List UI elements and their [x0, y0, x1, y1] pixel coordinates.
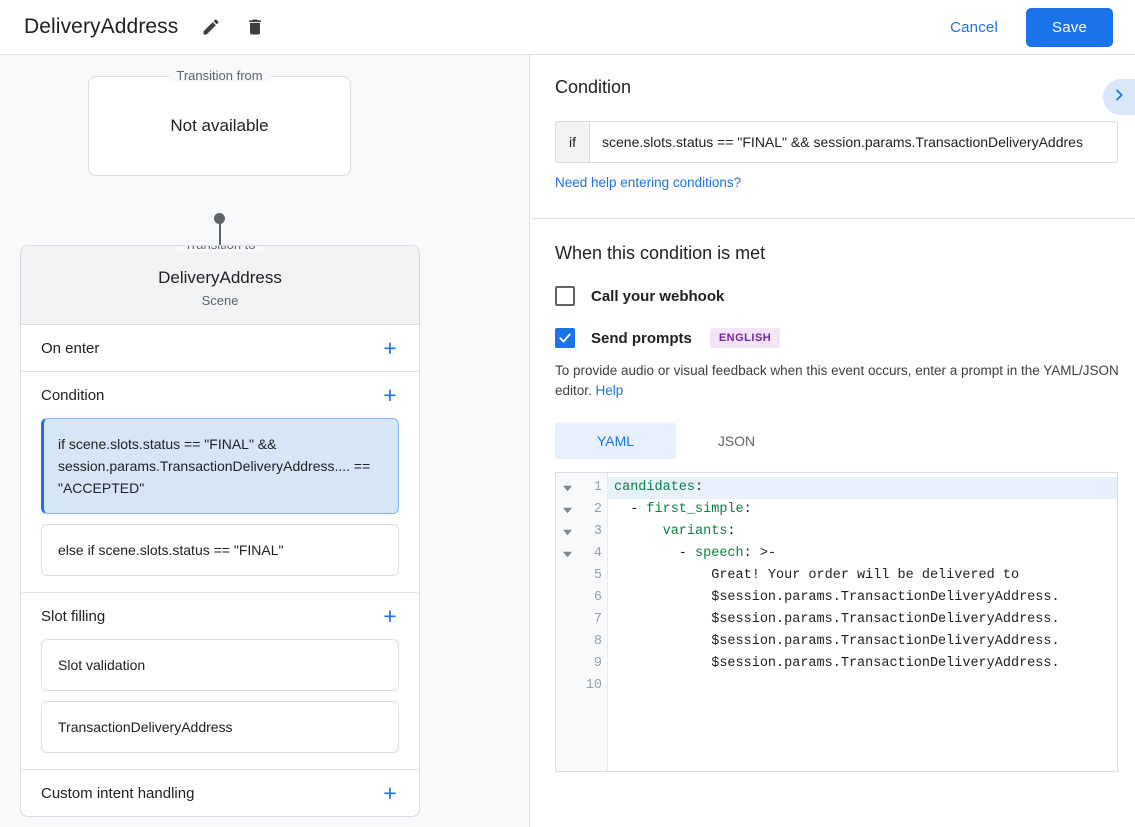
line-number: 7 [593, 612, 602, 627]
code-line[interactable]: candidates: [608, 477, 1117, 499]
scene-graph-panel: Transition from Not available Transition… [0, 55, 530, 827]
section-custom-intent-handling: Custom intent handling + [21, 770, 419, 816]
condition-prefix-label: if [556, 122, 590, 162]
section-custom-intent-header[interactable]: Custom intent handling + [21, 770, 419, 816]
save-button[interactable]: Save [1026, 7, 1113, 47]
condition-item-selected[interactable]: if scene.slots.status == "FINAL" && sess… [41, 418, 399, 514]
transition-from-legend: Transition from [168, 68, 271, 83]
send-prompts-label: Send prompts [591, 329, 692, 347]
line-number: 5 [593, 568, 602, 583]
line-number: 10 [585, 678, 602, 693]
section-slot-filling-title: Slot filling [41, 607, 106, 625]
add-on-enter-icon[interactable]: + [383, 335, 397, 361]
editor-line-numbers: 1 2 3 4 5 6 7 8 9 10 [578, 473, 608, 771]
section-condition-header[interactable]: Condition + [21, 372, 419, 418]
prompts-help-link[interactable]: Help [595, 383, 624, 398]
add-slot-filling-icon[interactable]: + [383, 603, 397, 629]
line-number: 2 [593, 502, 602, 517]
transition-to-legend: Transition to [176, 246, 264, 252]
code-line[interactable]: $session.params.TransactionDeliveryAddre… [614, 612, 1060, 627]
section-condition-body: if scene.slots.status == "FINAL" && sess… [21, 418, 419, 592]
expand-panel-button[interactable] [1103, 79, 1135, 115]
fold-placeholder [556, 675, 578, 697]
when-condition-met-heading: When this condition is met [555, 243, 766, 263]
fold-placeholder [556, 587, 578, 609]
add-custom-intent-icon[interactable]: + [383, 780, 397, 806]
pencil-icon [201, 17, 221, 37]
line-number: 3 [593, 524, 602, 539]
trash-icon [245, 17, 265, 37]
call-webhook-checkbox[interactable] [555, 286, 575, 306]
page-title: DeliveryAddress [24, 15, 179, 38]
transition-to-card: Transition to DeliveryAddress Scene On e… [20, 245, 420, 817]
condition-heading: Condition [555, 77, 632, 97]
code-line[interactable]: - speech: >- [614, 546, 777, 561]
condition-input[interactable]: if scene.slots.status == "FINAL" && sess… [555, 121, 1118, 163]
section-condition: Condition + if scene.slots.status == "FI… [21, 372, 419, 593]
editor-code-area[interactable]: candidates: - first_simple: variants: - … [608, 473, 1117, 771]
code-line[interactable]: $session.params.TransactionDeliveryAddre… [614, 656, 1060, 671]
prompts-helper-body: To provide audio or visual feedback when… [555, 363, 1119, 398]
scene-name: DeliveryAddress [158, 268, 282, 287]
transition-from-value: Not available [170, 116, 269, 135]
code-line[interactable]: $session.params.TransactionDeliveryAddre… [614, 590, 1060, 605]
transition-to-header: Transition to DeliveryAddress Scene [21, 246, 419, 325]
prompts-helper-text: To provide audio or visual feedback when… [555, 361, 1119, 401]
section-on-enter-header[interactable]: On enter + [21, 325, 419, 371]
condition-item[interactable]: else if scene.slots.status == "FINAL" [41, 524, 399, 576]
when-condition-met-section: When this condition is met Call your web… [531, 219, 1135, 772]
call-webhook-label: Call your webhook [591, 287, 725, 305]
code-editor[interactable]: 1 2 3 4 5 6 7 8 9 10 candidates: - first_simple: … [555, 472, 1118, 772]
slot-item-transaction-delivery-address[interactable]: TransactionDeliveryAddress [41, 701, 399, 753]
connector-line [219, 218, 221, 270]
fold-toggle-icon[interactable] [556, 499, 578, 521]
line-number: 1 [593, 480, 602, 495]
top-app-bar: DeliveryAddress Cancel Save [0, 0, 1135, 55]
fold-placeholder [556, 631, 578, 653]
tab-yaml[interactable]: YAML [555, 423, 676, 459]
editor-fold-gutter[interactable] [556, 473, 578, 771]
section-slot-filling: Slot filling + Slot validation Transacti… [21, 593, 419, 770]
chevron-right-icon [1111, 87, 1127, 108]
transition-from-box: Transition from Not available [88, 68, 351, 176]
editor-format-tabs: YAML JSON [555, 423, 1117, 459]
add-condition-icon[interactable]: + [383, 382, 397, 408]
checkmark-icon [558, 331, 572, 345]
line-number: 4 [593, 546, 602, 561]
slot-validation-item[interactable]: Slot validation [41, 639, 399, 691]
condition-help-link[interactable]: Need help entering conditions? [555, 175, 742, 190]
language-badge: ENGLISH [709, 328, 781, 348]
call-webhook-row[interactable]: Call your webhook [555, 286, 1117, 306]
condition-detail-panel: Condition if scene.slots.status == "FINA… [531, 55, 1135, 827]
edit-name-button[interactable] [194, 10, 228, 44]
line-number: 6 [593, 590, 602, 605]
send-prompts-checkbox[interactable] [555, 328, 575, 348]
code-line[interactable] [608, 675, 1117, 697]
section-slot-filling-body: Slot validation TransactionDeliveryAddre… [21, 639, 419, 769]
fold-placeholder [556, 609, 578, 631]
cancel-button[interactable]: Cancel [950, 18, 998, 36]
section-on-enter-title: On enter [41, 339, 100, 357]
tab-json[interactable]: JSON [717, 433, 756, 449]
fold-toggle-icon[interactable] [556, 521, 578, 543]
code-line[interactable]: $session.params.TransactionDeliveryAddre… [614, 634, 1060, 649]
fold-toggle-icon[interactable] [556, 543, 578, 565]
delete-button[interactable] [238, 10, 272, 44]
fold-placeholder [556, 653, 578, 675]
line-number: 9 [593, 656, 602, 671]
send-prompts-row[interactable]: Send prompts ENGLISH [555, 328, 1117, 348]
code-line[interactable]: variants: [662, 524, 736, 539]
section-custom-intent-title: Custom intent handling [41, 784, 195, 802]
condition-expression-value[interactable]: scene.slots.status == "FINAL" && session… [602, 134, 1083, 150]
code-line[interactable]: - first_simple: [614, 502, 752, 517]
fold-toggle-icon[interactable] [556, 477, 578, 499]
code-line[interactable]: Great! Your order will be delivered to [614, 568, 1020, 583]
section-condition-title: Condition [41, 386, 105, 404]
section-on-enter: On enter + [21, 325, 419, 372]
section-slot-filling-header[interactable]: Slot filling + [21, 593, 419, 639]
line-number: 8 [593, 634, 602, 649]
condition-section: Condition if scene.slots.status == "FINA… [531, 55, 1135, 219]
scene-type-label: Scene [201, 293, 239, 308]
fold-placeholder [556, 565, 578, 587]
